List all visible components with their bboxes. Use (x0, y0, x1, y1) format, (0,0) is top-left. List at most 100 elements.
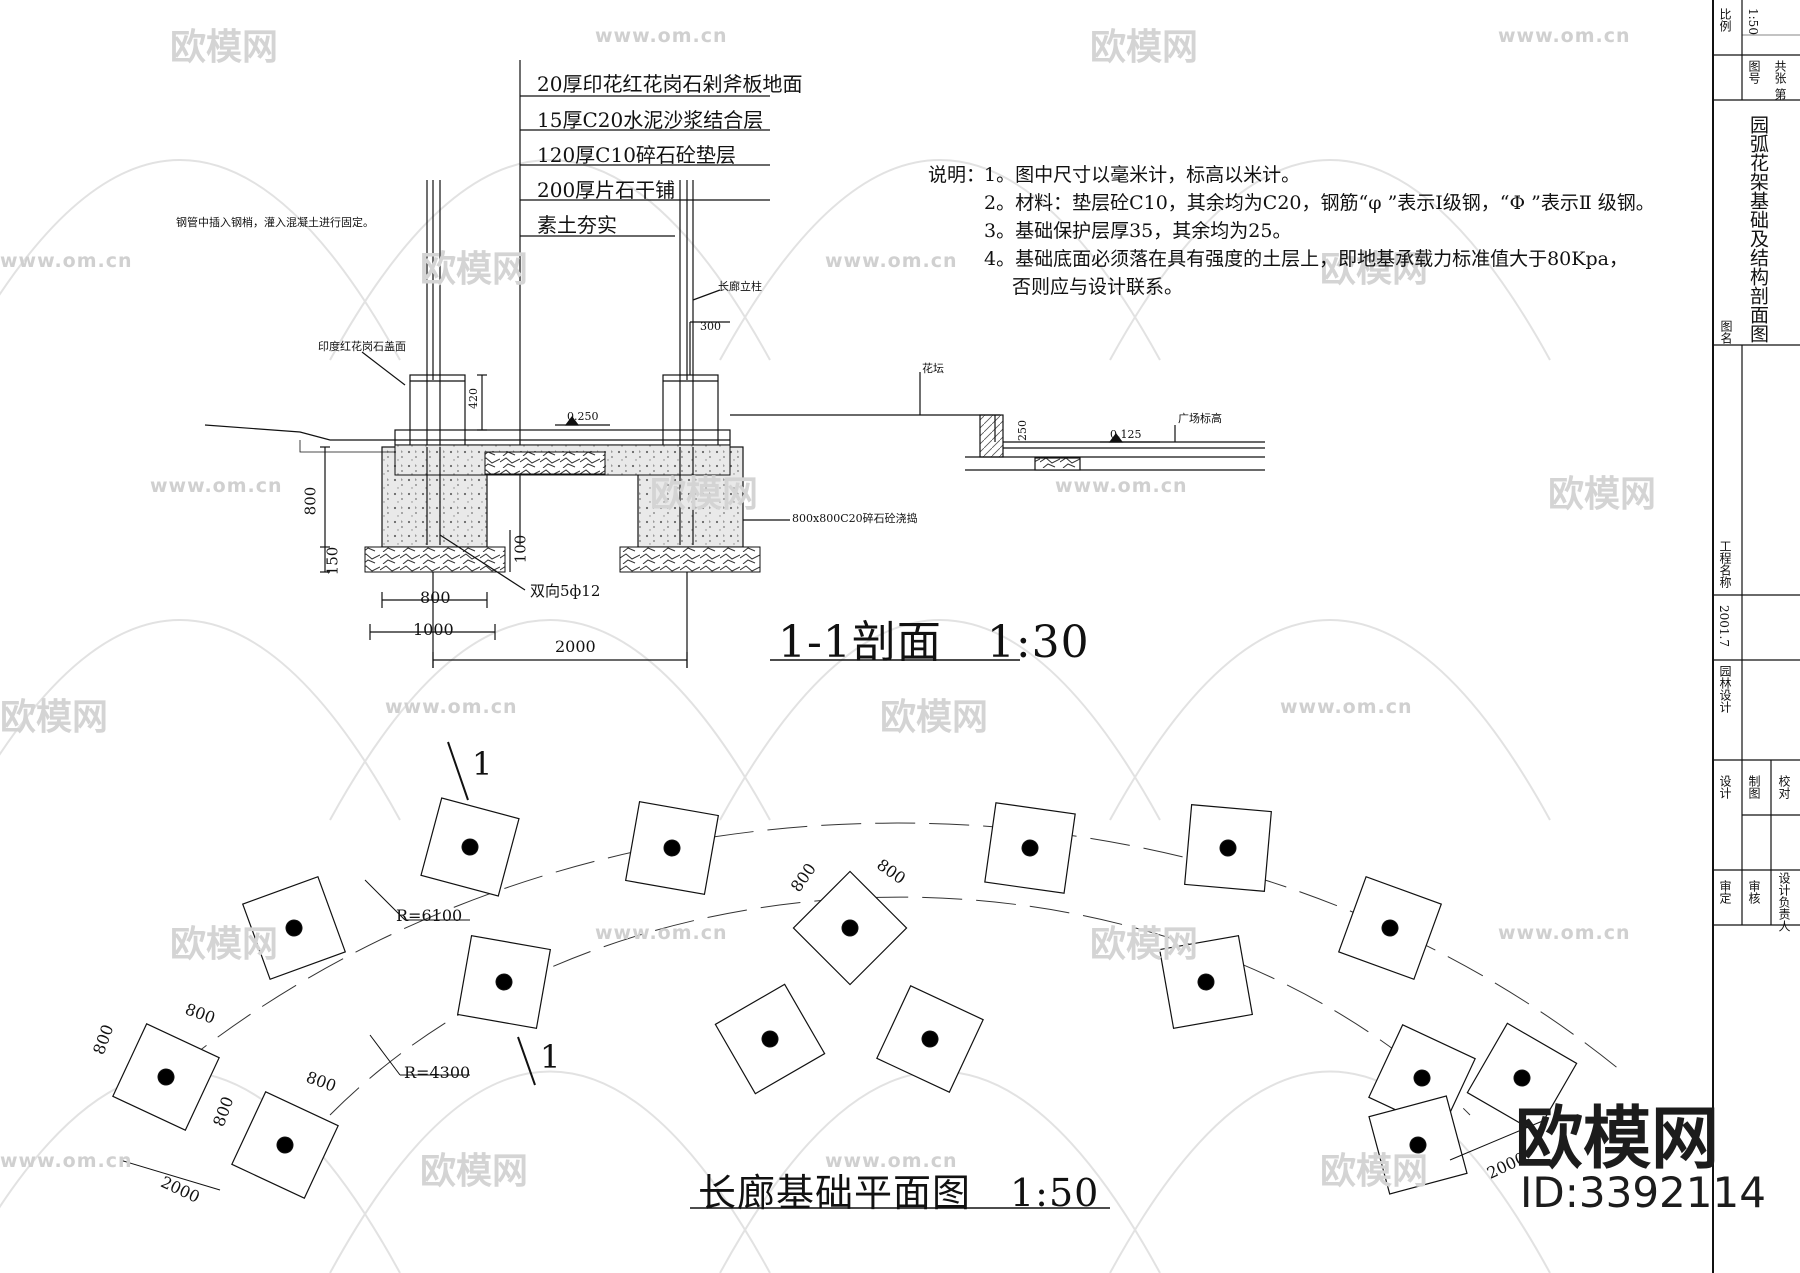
column-dot (761, 1030, 779, 1048)
footing-pad (1158, 934, 1254, 1030)
watermark-url: www.om.cn (385, 696, 518, 718)
rubble-layer (484, 451, 606, 475)
stage-label: 园林设计 (1718, 665, 1732, 713)
column-dot (1381, 919, 1399, 937)
cut-mark-label: 1 (472, 745, 493, 783)
brand-logo: 欧模网 (1515, 1100, 1720, 1179)
left-base-bed (364, 546, 506, 573)
watermark-url: www.om.cn (1498, 922, 1631, 944)
approve-label: 审定 (1718, 880, 1732, 904)
watermark-url: www.om.cn (1280, 696, 1413, 718)
footing-label: 800x800C20碎石砼浇捣 (792, 512, 918, 525)
footing-pad (456, 934, 552, 1030)
dim-label: 300 (700, 320, 721, 333)
watermark-url: www.om.cn (0, 250, 133, 272)
plan-drawing (112, 741, 1621, 1209)
sheet-label: 图号 (1747, 60, 1761, 84)
lead-label: 设计负责人 (1777, 872, 1791, 932)
footing-pad (624, 800, 720, 896)
footing-pad (1368, 1095, 1468, 1195)
column-dot (921, 1030, 939, 1048)
watermark-logo: 欧模网 (1090, 924, 1199, 965)
watermark-logo: 欧模网 (420, 249, 529, 290)
drawing-name: 园弧花架基础及结构剖面图 (1747, 115, 1769, 343)
column-dot (1021, 839, 1039, 857)
watermark-url: www.om.cn (595, 922, 728, 944)
column-label: 长廊立柱 (718, 280, 762, 293)
note-item: 否则应与设计联系。 (1012, 276, 1184, 298)
note-item: 2。材料：垫层砼C10，其余均为C20，钢筋“φ ”表示Ⅰ级钢，“Φ ”表示Ⅱ … (984, 192, 1655, 214)
watermark-logo: 欧模网 (1320, 1151, 1429, 1192)
column-dot (495, 973, 513, 991)
footing-pad (420, 797, 520, 897)
watermark-logo: 欧模网 (170, 27, 279, 68)
plaza-label: 广场标高 (1178, 412, 1222, 425)
watermark-logo: 欧模网 (1090, 27, 1199, 68)
footing-pad (231, 1091, 339, 1199)
watermark-url: www.om.cn (595, 25, 728, 47)
footing-pad (714, 983, 826, 1095)
note-item: 1。图中尺寸以毫米计，标高以米计。 (984, 164, 1301, 186)
watermark-url: www.om.cn (1498, 25, 1631, 47)
watermark-url: www.om.cn (150, 475, 283, 497)
radius-outer-label: R=6100 (396, 906, 463, 925)
footing-pad (876, 985, 984, 1093)
steel-note-label: 钢管中插入钢梢，灌入混凝土进行固定。 (176, 216, 374, 229)
note-item: 3。基础保护层厚35，其余均为25。 (984, 220, 1292, 242)
dim-label: 150 (323, 546, 342, 576)
elevation-label: 0.125 (1110, 428, 1142, 441)
drawing-name-label: 图名 (1719, 320, 1733, 344)
column-dot (461, 838, 479, 856)
dim-label: 420 (467, 388, 480, 409)
design-label: 设计 (1718, 775, 1732, 799)
column-dot (1409, 1136, 1427, 1154)
title-block (1712, 0, 1800, 1273)
cap-label: 印度红花岗石盖面 (318, 340, 406, 353)
watermark-url: www.om.cn (825, 250, 958, 272)
footing-pad (1184, 804, 1272, 892)
right-base-bed (619, 546, 761, 573)
layer-label: 200厚片石干铺 (537, 178, 676, 202)
dim-label: 800 (420, 588, 451, 607)
scale-value: 1:50 (1746, 8, 1760, 35)
company-label: 工程名称 (1718, 540, 1732, 588)
scale-label: 比例 (1718, 8, 1732, 32)
date-value: 2001.7 (1717, 605, 1731, 647)
layer-label: 20厚印花红花岗石剁斧板地面 (537, 72, 803, 96)
rebar-label: 双向5ф12 (530, 582, 601, 600)
brand-id: ID:3392114 (1520, 1168, 1766, 1217)
watermark-logo: 欧模网 (880, 697, 989, 738)
notes-prefix: 说明： (928, 164, 986, 186)
dim-label: 100 (511, 534, 530, 564)
footing-pad (984, 802, 1076, 894)
column-dot (1197, 973, 1215, 991)
watermark-url: www.om.cn (825, 1150, 958, 1172)
footing-pad (241, 875, 347, 981)
note-item: 4。基础底面必须落在具有强度的土层上，即地基承载力标准值大于80Kpa， (984, 248, 1628, 270)
watermark-logo: 欧模网 (1548, 474, 1657, 515)
layer-label: 素土夯实 (537, 213, 617, 237)
dim-label: 250 (1016, 420, 1029, 441)
layer-label: 15厚C20水泥沙浆结合层 (537, 108, 764, 132)
watermark-logo: 欧模网 (420, 1151, 529, 1192)
column-dot (276, 1136, 294, 1154)
footing-pad (1337, 875, 1443, 981)
flowerbed-label: 花坛 (922, 362, 944, 375)
column-dot (1219, 839, 1237, 857)
sheet-value: 共张 第 (1773, 60, 1787, 100)
layer-label: 120厚C10碎石砼垫层 (537, 143, 736, 167)
dim-label: 2000 (555, 637, 596, 656)
cut-mark-label: 1 (540, 1038, 561, 1076)
column-dot (841, 919, 859, 937)
column-dot (663, 839, 681, 857)
footing-pad (792, 870, 908, 986)
check-label: 校对 (1777, 775, 1791, 799)
column-dot (1513, 1069, 1531, 1087)
watermark-url: www.om.cn (0, 1150, 133, 1172)
footing-pad (1466, 1022, 1578, 1134)
watermark-url: www.om.cn (1055, 475, 1188, 497)
elevation-label: 0.250 (567, 410, 599, 423)
column-dot (1413, 1069, 1431, 1087)
